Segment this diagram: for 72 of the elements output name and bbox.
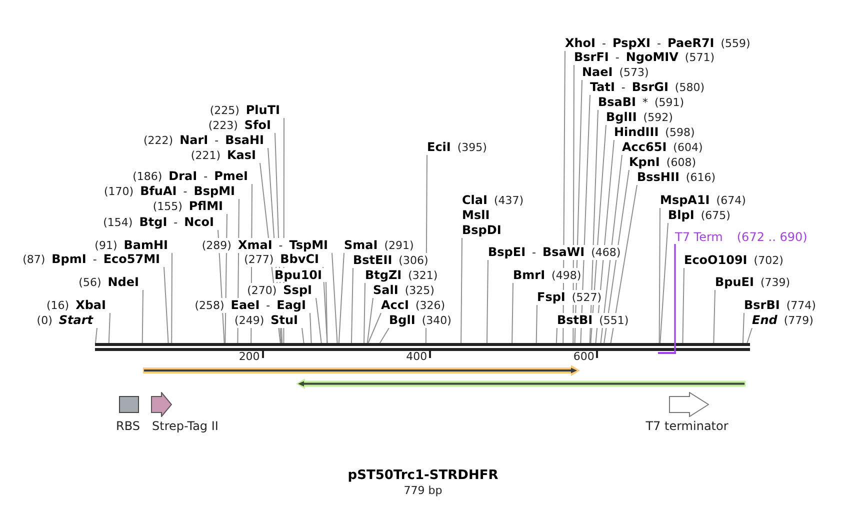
- map-title: pST50Trc1-STRDHFR: [348, 467, 498, 484]
- leader-line: [610, 184, 638, 344]
- leader-line: [486, 260, 488, 344]
- leader-line: [95, 328, 98, 344]
- cut-site-label: EcoO109I (702): [683, 253, 784, 268]
- leader-line: [332, 252, 338, 344]
- leader-line: [171, 252, 172, 344]
- cut-site-label: BspEI - BsaWI (468): [487, 245, 621, 260]
- cut-site-label: FspI (527): [536, 290, 602, 305]
- cut-site-label: BspDI: [462, 223, 502, 238]
- sequence-backbone: [95, 343, 750, 351]
- leader-line: [379, 328, 390, 344]
- leader-line: [658, 208, 660, 344]
- leader-line: [164, 266, 169, 344]
- legend-label: RBS: [116, 418, 140, 434]
- cut-site-label: MspA1I (674): [659, 193, 746, 208]
- cut-site-label: BmrI (498): [512, 268, 582, 283]
- scale-label: 200: [238, 350, 260, 364]
- leader-line: [746, 328, 752, 344]
- cut-site-label: BstBI (551): [556, 313, 629, 328]
- leader-line: [316, 298, 322, 344]
- cut-site-label: MslI: [462, 208, 491, 223]
- leader-line: [742, 312, 744, 344]
- cut-site-label: SalI (325): [372, 283, 434, 298]
- leader-line: [350, 268, 354, 344]
- cut-site-label: KpnI (608): [628, 155, 696, 170]
- leader-line: [556, 328, 558, 344]
- cut-site-label: BsrFI - NgoMIV (571): [573, 50, 714, 65]
- leader-line: [302, 328, 304, 344]
- legend-label: T7 terminator: [646, 418, 728, 434]
- cut-site-label: BglII (592): [605, 110, 673, 125]
- cut-site-label: AccI (326): [380, 298, 446, 313]
- leader-line: [674, 244, 676, 352]
- leader-line: [460, 238, 462, 344]
- legend-label: Strep-Tag II: [152, 418, 218, 434]
- cut-site-label: BstEII (306): [352, 253, 428, 268]
- cut-site-label: XhoI - PspXI - PaeR7I (559): [564, 36, 750, 51]
- cut-site-label: BlpI (675): [667, 208, 730, 223]
- cut-site-label: BglI (340): [388, 313, 452, 328]
- leader-line: [368, 312, 382, 344]
- leader-line: [326, 282, 328, 344]
- cut-site-label: BsrBI (774): [743, 298, 816, 313]
- leader-line: [512, 282, 514, 344]
- leader-line: [310, 312, 312, 344]
- scale-label: 400: [406, 350, 428, 364]
- leader-line: [364, 282, 366, 344]
- leader-line: [338, 252, 344, 344]
- leader-line: [536, 304, 538, 344]
- feature-label: T7 Term: [675, 230, 723, 244]
- cut-site-label: HindIII (598): [613, 125, 695, 140]
- cut-site-label: BpuEI (739): [714, 275, 790, 290]
- leader-line: [660, 222, 668, 344]
- cut-site-label: ClaI (437): [462, 193, 524, 208]
- sequence-length: 779 bp: [404, 484, 442, 498]
- cut-site-label: BsaBI* (591): [597, 95, 684, 110]
- cut-site-label: NaeI (573): [581, 65, 649, 80]
- leader-line: [682, 268, 684, 344]
- feature-label: (672 .. 690): [736, 230, 808, 244]
- leader-line: [142, 290, 144, 344]
- cut-site-label: TatI - BsrGI (580): [589, 80, 705, 95]
- cut-site-label: SmaI (291): [343, 238, 414, 253]
- feature-range-mark: [658, 352, 676, 354]
- cut-site-label: Bpu10I: [274, 268, 327, 282]
- cut-site-label: EciI (395): [426, 140, 487, 155]
- leader-line: [366, 298, 374, 344]
- leader-line: [713, 290, 716, 344]
- cut-site-label: BssHII (616): [636, 170, 716, 185]
- leader-line: [108, 312, 110, 344]
- cut-site-label: BtgZI (321): [364, 268, 438, 283]
- cut-site-label: Acc65I (604): [621, 140, 703, 155]
- scale-label: 600: [573, 350, 594, 364]
- cut-site-label: End (779): [751, 313, 814, 328]
